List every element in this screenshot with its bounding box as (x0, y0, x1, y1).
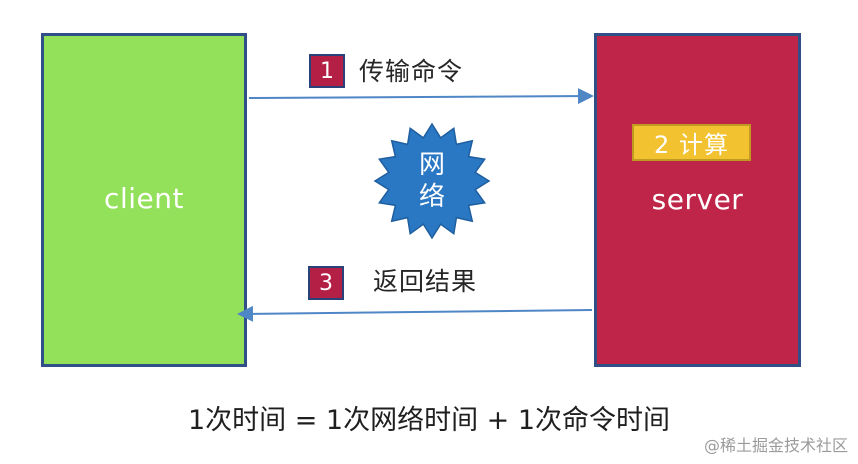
send-command-arrow (248, 88, 594, 105)
client-label: client (104, 181, 184, 215)
server-label: server (651, 182, 744, 216)
step-3-badge: 3 (308, 266, 344, 300)
return-result-arrow (237, 305, 593, 322)
step-1-badge: 1 (309, 54, 345, 88)
step-3-label: 返回结果 (373, 267, 478, 296)
compute-step-badge: 2 计算 (632, 124, 751, 161)
server-box: server (594, 33, 801, 367)
network-burst-icon (373, 122, 491, 240)
watermark: @稀土掘金技术社区 (703, 436, 848, 455)
network-label: 网 络 (373, 122, 491, 240)
network-char-bottom: 络 (418, 182, 445, 212)
client-box: client (41, 33, 247, 367)
time-formula: 1次时间 = 1次网络时间 + 1次命令时间 (187, 405, 671, 436)
step-1-label: 传输命令 (359, 57, 464, 86)
network-char-top: 网 (418, 150, 445, 180)
